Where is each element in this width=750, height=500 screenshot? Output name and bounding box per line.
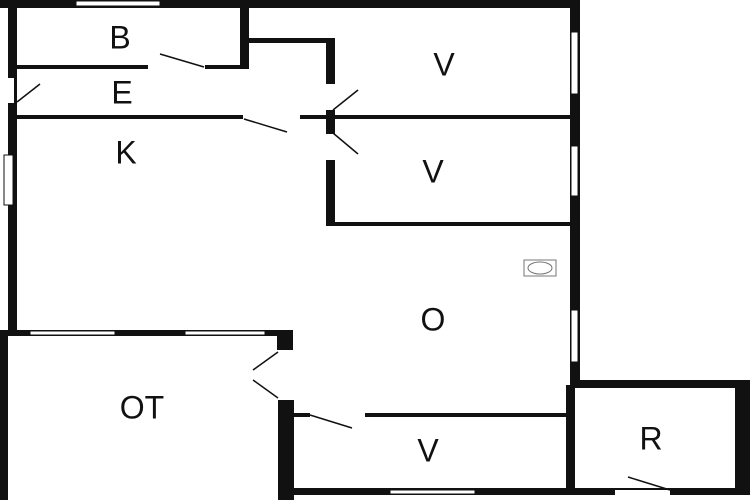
wall-upper-step [249, 38, 335, 43]
fireplace-icon [523, 259, 557, 277]
wall-bedroom2-left [326, 160, 335, 226]
wall-terrace-right-a [277, 330, 293, 350]
room-label-bedroom-2: V [422, 153, 444, 189]
wall-bedroom3-top-b [365, 413, 570, 417]
wall-bath-right [240, 8, 249, 69]
storage-door-opening [615, 490, 670, 496]
door-bath [159, 53, 205, 68]
wall-storage-left [566, 385, 575, 495]
room-label-entry: E [111, 74, 132, 110]
wall-bedroom2-bottom [330, 222, 570, 226]
wall-bedroom3-top-a [293, 413, 310, 417]
wall-entry-bottom-a [17, 115, 243, 119]
door-storage [627, 476, 671, 491]
window-terrace-a [29, 330, 116, 336]
room-label-storage: R [639, 420, 662, 456]
door-terrace-b [252, 379, 279, 399]
window-terrace-b [184, 330, 266, 336]
wall-terrace-right-b [278, 400, 294, 500]
window-kitchen [3, 154, 14, 206]
wall-bath-bottom-a [17, 65, 148, 69]
windows [0, 0, 670, 496]
door-kitchen [243, 118, 288, 133]
wall-storage-right [735, 380, 750, 495]
wall-bottom [288, 488, 750, 495]
window-bedroom2 [570, 145, 579, 197]
wall-entry-bottom-b [300, 115, 570, 119]
room-label-bedroom-1: V [433, 46, 455, 82]
door-bedroom1 [332, 89, 359, 111]
window-bedroom3 [389, 489, 476, 495]
wall-storage-top [570, 380, 750, 388]
room-label-living: O [421, 301, 446, 337]
door-entry [16, 83, 41, 103]
room-label-bath: B [109, 19, 130, 55]
wall-junction [326, 110, 335, 134]
wall-bath-bottom-b [205, 65, 249, 69]
window-bedroom1 [570, 31, 579, 95]
wall-terrace-left [0, 330, 8, 500]
door-bedroom3 [309, 414, 353, 429]
window-living [570, 309, 579, 363]
door-swings [16, 53, 671, 491]
window-bath [75, 0, 161, 7]
wall-top [0, 0, 580, 8]
room-label-bedroom-3: V [417, 432, 439, 468]
room-label-kitchen: K [115, 134, 136, 170]
wall-bedroom1-left-a [326, 38, 335, 84]
entry-door-opening [0, 78, 14, 103]
door-bedroom2 [332, 132, 359, 155]
wall-terrace-top [0, 330, 293, 336]
room-label-open-terrace: OT [120, 389, 164, 425]
door-terrace-a [252, 351, 279, 371]
